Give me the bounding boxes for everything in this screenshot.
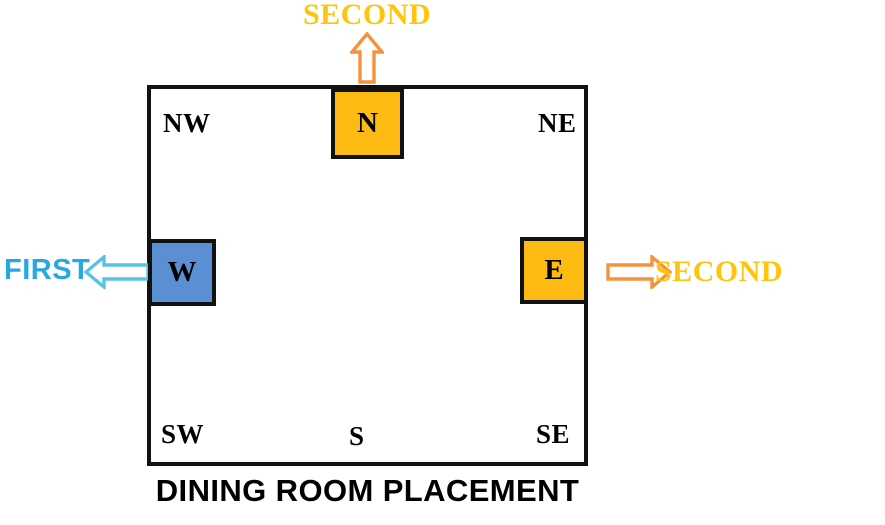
diagram-caption: DINING ROOM PLACEMENT <box>155 473 580 508</box>
arrow-right-outline-icon <box>606 255 672 289</box>
arrow-left-outline-icon <box>84 255 150 289</box>
callout-label-top: SECOND <box>303 0 432 31</box>
callout-label-right: SECOND <box>655 255 784 288</box>
callout-label-left: FIRST <box>4 254 91 286</box>
corner-label-ne: NE <box>538 108 577 138</box>
furniture-box-west[interactable]: W <box>148 239 216 306</box>
wall-label-south: S <box>349 421 365 451</box>
corner-label-sw: SW <box>161 419 205 449</box>
corner-label-se: SE <box>536 419 571 449</box>
arrow-up-outline-icon <box>350 32 384 84</box>
furniture-box-north[interactable]: N <box>331 88 404 159</box>
furniture-box-east[interactable]: E <box>520 237 588 304</box>
corner-label-nw: NW <box>163 108 211 138</box>
